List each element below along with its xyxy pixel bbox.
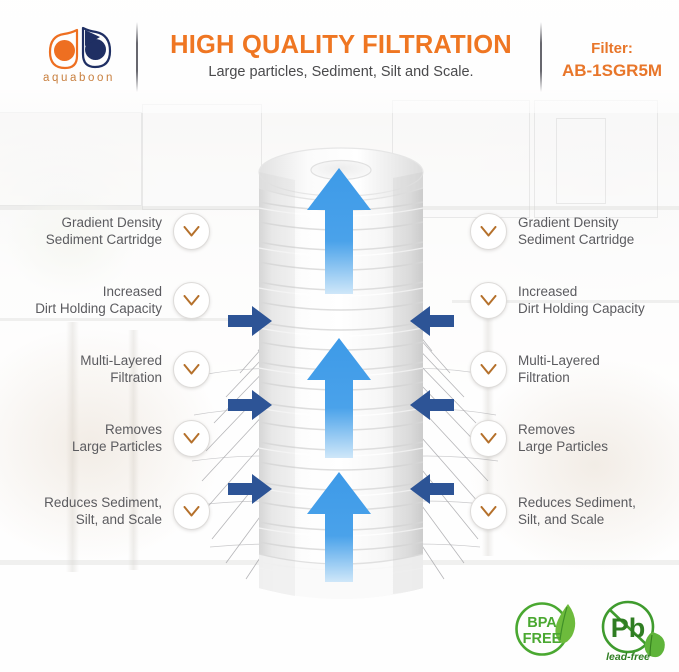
check-icon bbox=[183, 505, 200, 516]
feature-label: Reduces Sediment, Silt, and Scale bbox=[518, 494, 636, 528]
brand-logo: aquaboon bbox=[28, 26, 130, 92]
check-badge bbox=[470, 281, 507, 319]
feature-label: Increased Dirt Holding Capacity bbox=[35, 283, 162, 317]
header-banner: aquaboon HIGH QUALITY FILTRATION Large p… bbox=[0, 0, 679, 113]
check-badge bbox=[470, 492, 507, 530]
check-badge bbox=[173, 419, 210, 457]
certification-badges: BPA FREE Pb lead-free bbox=[508, 596, 676, 664]
check-badge bbox=[173, 212, 210, 250]
filter-model-block: Filter: AB-1SGR5M bbox=[548, 38, 676, 82]
inward-arrow-icon bbox=[228, 390, 272, 420]
up-arrow-icon bbox=[307, 338, 371, 458]
header-divider-left bbox=[136, 22, 138, 92]
feature-item-right-5: Reduces Sediment, Silt, and Scale bbox=[470, 488, 670, 534]
filter-model-code: AB-1SGR5M bbox=[561, 61, 663, 80]
aquaboon-ab-monogram-icon bbox=[48, 26, 112, 70]
lead-free-badge-icon: Pb lead-free bbox=[601, 600, 665, 663]
filter-label: Filter: bbox=[591, 40, 633, 57]
check-badge bbox=[470, 212, 507, 250]
bpa-line2: FREE bbox=[523, 631, 562, 647]
check-icon bbox=[183, 225, 200, 236]
feature-item-right-2: Increased Dirt Holding Capacity bbox=[470, 277, 670, 323]
bpa-line1: BPA bbox=[527, 615, 557, 631]
inward-arrow-icon bbox=[410, 306, 454, 336]
inward-arrow-icon bbox=[410, 474, 454, 504]
check-badge bbox=[470, 350, 507, 388]
check-icon bbox=[183, 363, 200, 374]
feature-label: Reduces Sediment, Silt, and Scale bbox=[44, 494, 162, 528]
feature-label: Removes Large Particles bbox=[518, 421, 609, 455]
up-arrow-icon bbox=[307, 472, 371, 582]
feature-label: Multi-Layered Filtration bbox=[80, 352, 162, 386]
lead-symbol: Pb bbox=[611, 613, 646, 643]
feature-item-left-2: Increased Dirt Holding Capacity bbox=[14, 277, 210, 323]
feature-label: Removes Large Particles bbox=[71, 421, 162, 455]
page-subtitle: Large particles, Sediment, Silt and Scal… bbox=[208, 64, 474, 80]
feature-item-left-1: Gradient Density Sediment Cartridge bbox=[14, 208, 210, 254]
page-title: HIGH QUALITY FILTRATION bbox=[170, 31, 512, 59]
check-badge bbox=[470, 419, 507, 457]
feature-item-left-4: Removes Large Particles bbox=[14, 415, 210, 461]
header-divider-right bbox=[540, 22, 542, 92]
brand-wordmark: aquaboon bbox=[43, 72, 115, 84]
feature-item-left-3: Multi-Layered Filtration bbox=[14, 346, 210, 392]
inward-arrow-icon bbox=[410, 390, 454, 420]
inward-arrow-icon bbox=[228, 306, 272, 336]
inward-arrow-icon bbox=[228, 474, 272, 504]
check-badge bbox=[173, 492, 210, 530]
check-badge bbox=[173, 281, 210, 319]
feature-item-left-5: Reduces Sediment, Silt, and Scale bbox=[14, 488, 210, 534]
bpa-free-badge-icon: BPA FREE bbox=[515, 602, 576, 656]
check-icon bbox=[480, 363, 497, 374]
check-icon bbox=[480, 505, 497, 516]
feature-label: Gradient Density Sediment Cartridge bbox=[45, 214, 162, 248]
header-title-block: HIGH QUALITY FILTRATION Large particles,… bbox=[150, 30, 532, 82]
feature-label: Increased Dirt Holding Capacity bbox=[518, 283, 645, 317]
feature-item-right-1: Gradient Density Sediment Cartridge bbox=[470, 208, 670, 254]
feature-label: Multi-Layered Filtration bbox=[518, 352, 600, 386]
up-arrow-icon bbox=[307, 168, 371, 294]
header-background bbox=[0, 0, 679, 113]
check-icon bbox=[480, 294, 497, 305]
feature-label: Gradient Density Sediment Cartridge bbox=[518, 214, 635, 248]
feature-item-right-4: Removes Large Particles bbox=[470, 415, 670, 461]
check-icon bbox=[183, 294, 200, 305]
check-icon bbox=[183, 432, 200, 443]
check-icon bbox=[480, 225, 497, 236]
lead-free-caption: lead-free bbox=[606, 651, 650, 663]
feature-item-right-3: Multi-Layered Filtration bbox=[470, 346, 670, 392]
check-icon bbox=[480, 432, 497, 443]
check-badge bbox=[173, 350, 210, 388]
